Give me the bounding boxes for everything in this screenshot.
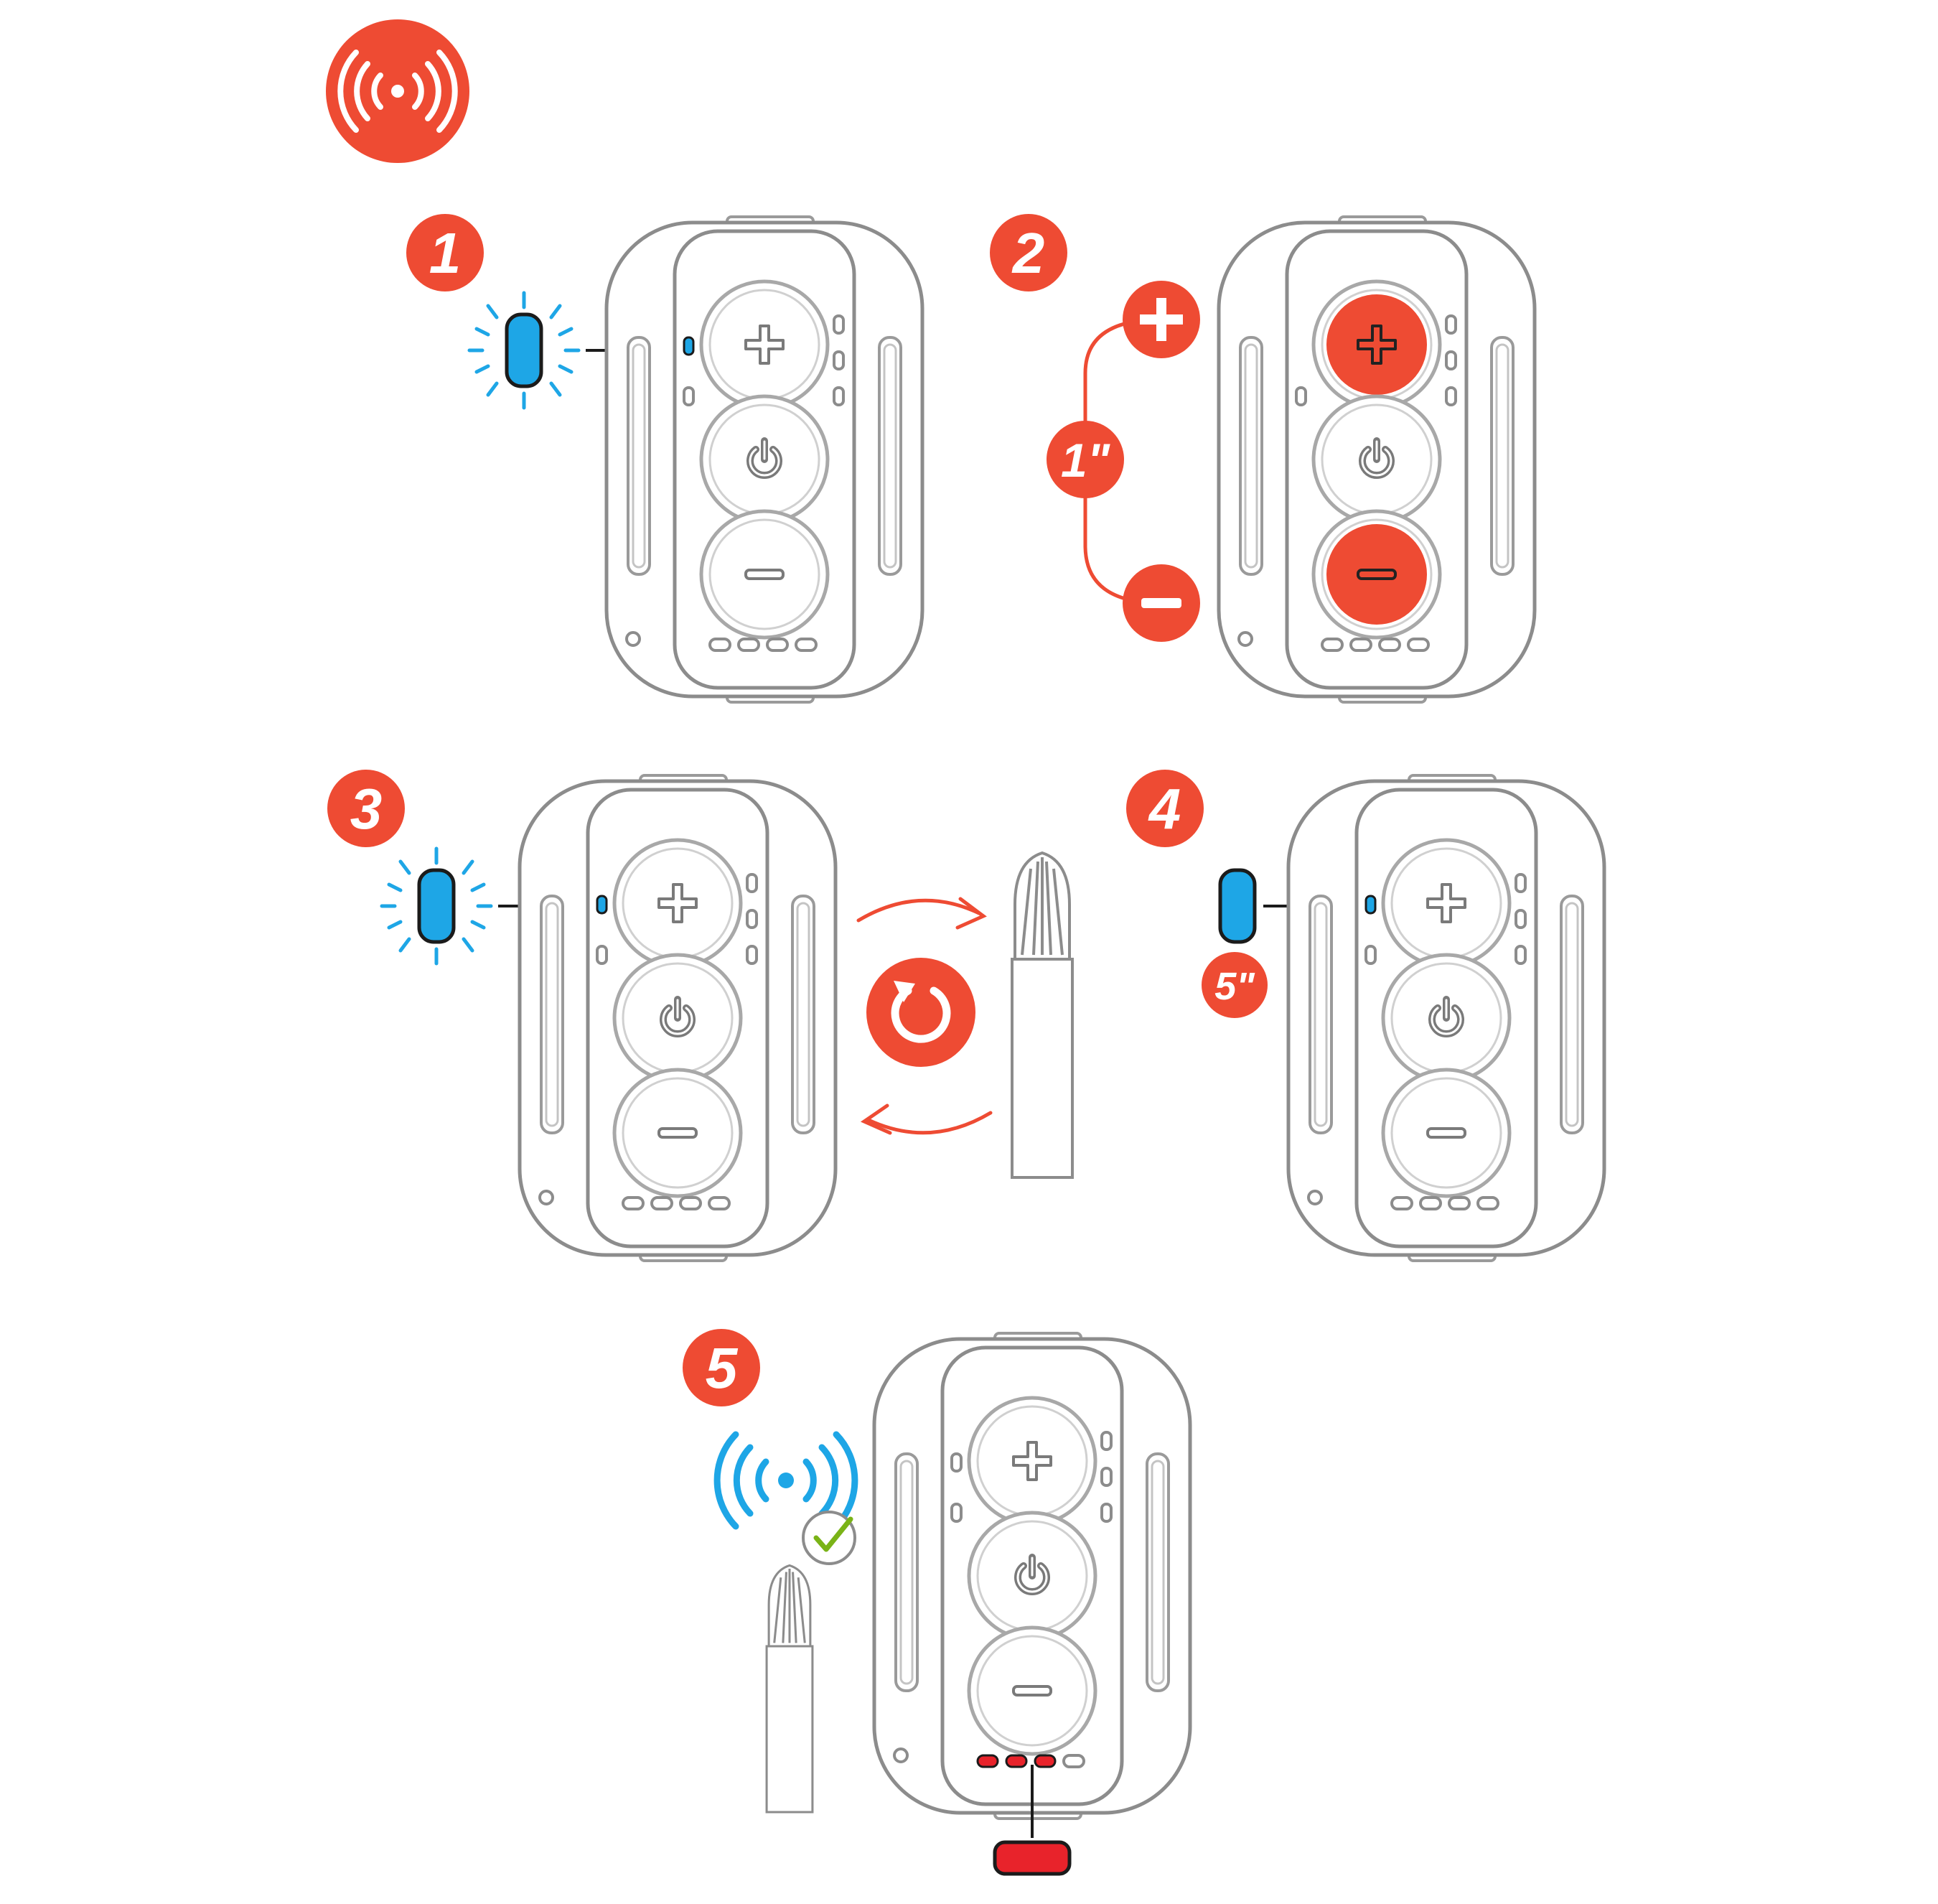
wireless-connected-indicator — [713, 1431, 858, 1565]
wireless-broadcast-icon — [337, 50, 458, 133]
step-5-red-led-indicator — [993, 1840, 1072, 1876]
step-4-duration: 5" — [1214, 965, 1255, 1008]
sync-arrows — [856, 897, 993, 1135]
step-3-badge: 3 — [327, 770, 405, 847]
checkmark-icon — [802, 1511, 856, 1565]
step-2-speaker — [1219, 217, 1535, 702]
step-3-number: 3 — [350, 777, 383, 841]
step-4-speaker — [1288, 775, 1604, 1261]
minus-icon — [1141, 598, 1181, 608]
step-5: 5 — [683, 1329, 1190, 1876]
step-5-pen — [765, 1564, 814, 1814]
step-2-number: 2 — [1011, 221, 1045, 285]
step-1: 1 — [406, 214, 922, 702]
step-2-badge: 2 — [990, 214, 1067, 291]
plus-icon — [1140, 298, 1183, 341]
step-4-badge: 4 — [1126, 770, 1204, 847]
header-wireless-badge — [326, 19, 469, 163]
step-1-number: 1 — [429, 221, 462, 285]
minus-icon — [1357, 569, 1397, 580]
refresh-icon — [891, 986, 951, 1043]
step-1-speaker — [607, 217, 922, 702]
step-4-duration-badge: 5" — [1202, 952, 1268, 1018]
step-2: 2 1" — [990, 214, 1535, 702]
step-2-plus-badge — [1123, 281, 1200, 358]
step-4-led-indicator — [1220, 870, 1255, 942]
step-5-number: 5 — [706, 1336, 739, 1400]
step-5-speaker — [874, 1333, 1190, 1819]
step-2-minus-badge — [1123, 564, 1200, 642]
step-4: 4 5" — [1126, 770, 1604, 1261]
step-1-badge: 1 — [406, 214, 484, 291]
step-3-pen — [1011, 851, 1074, 1179]
sync-badge — [866, 958, 975, 1067]
step-3-speaker — [520, 775, 835, 1261]
plus-icon — [1357, 325, 1397, 365]
step-2-duration: 1" — [1061, 434, 1110, 487]
step-3: 3 — [327, 770, 1074, 1261]
step-4-number: 4 — [1148, 777, 1181, 841]
step-1-led-indicator — [469, 293, 579, 408]
step-2-duration-badge: 1" — [1047, 421, 1124, 498]
step-5-badge: 5 — [683, 1329, 760, 1406]
step-3-led-indicator — [382, 849, 491, 963]
